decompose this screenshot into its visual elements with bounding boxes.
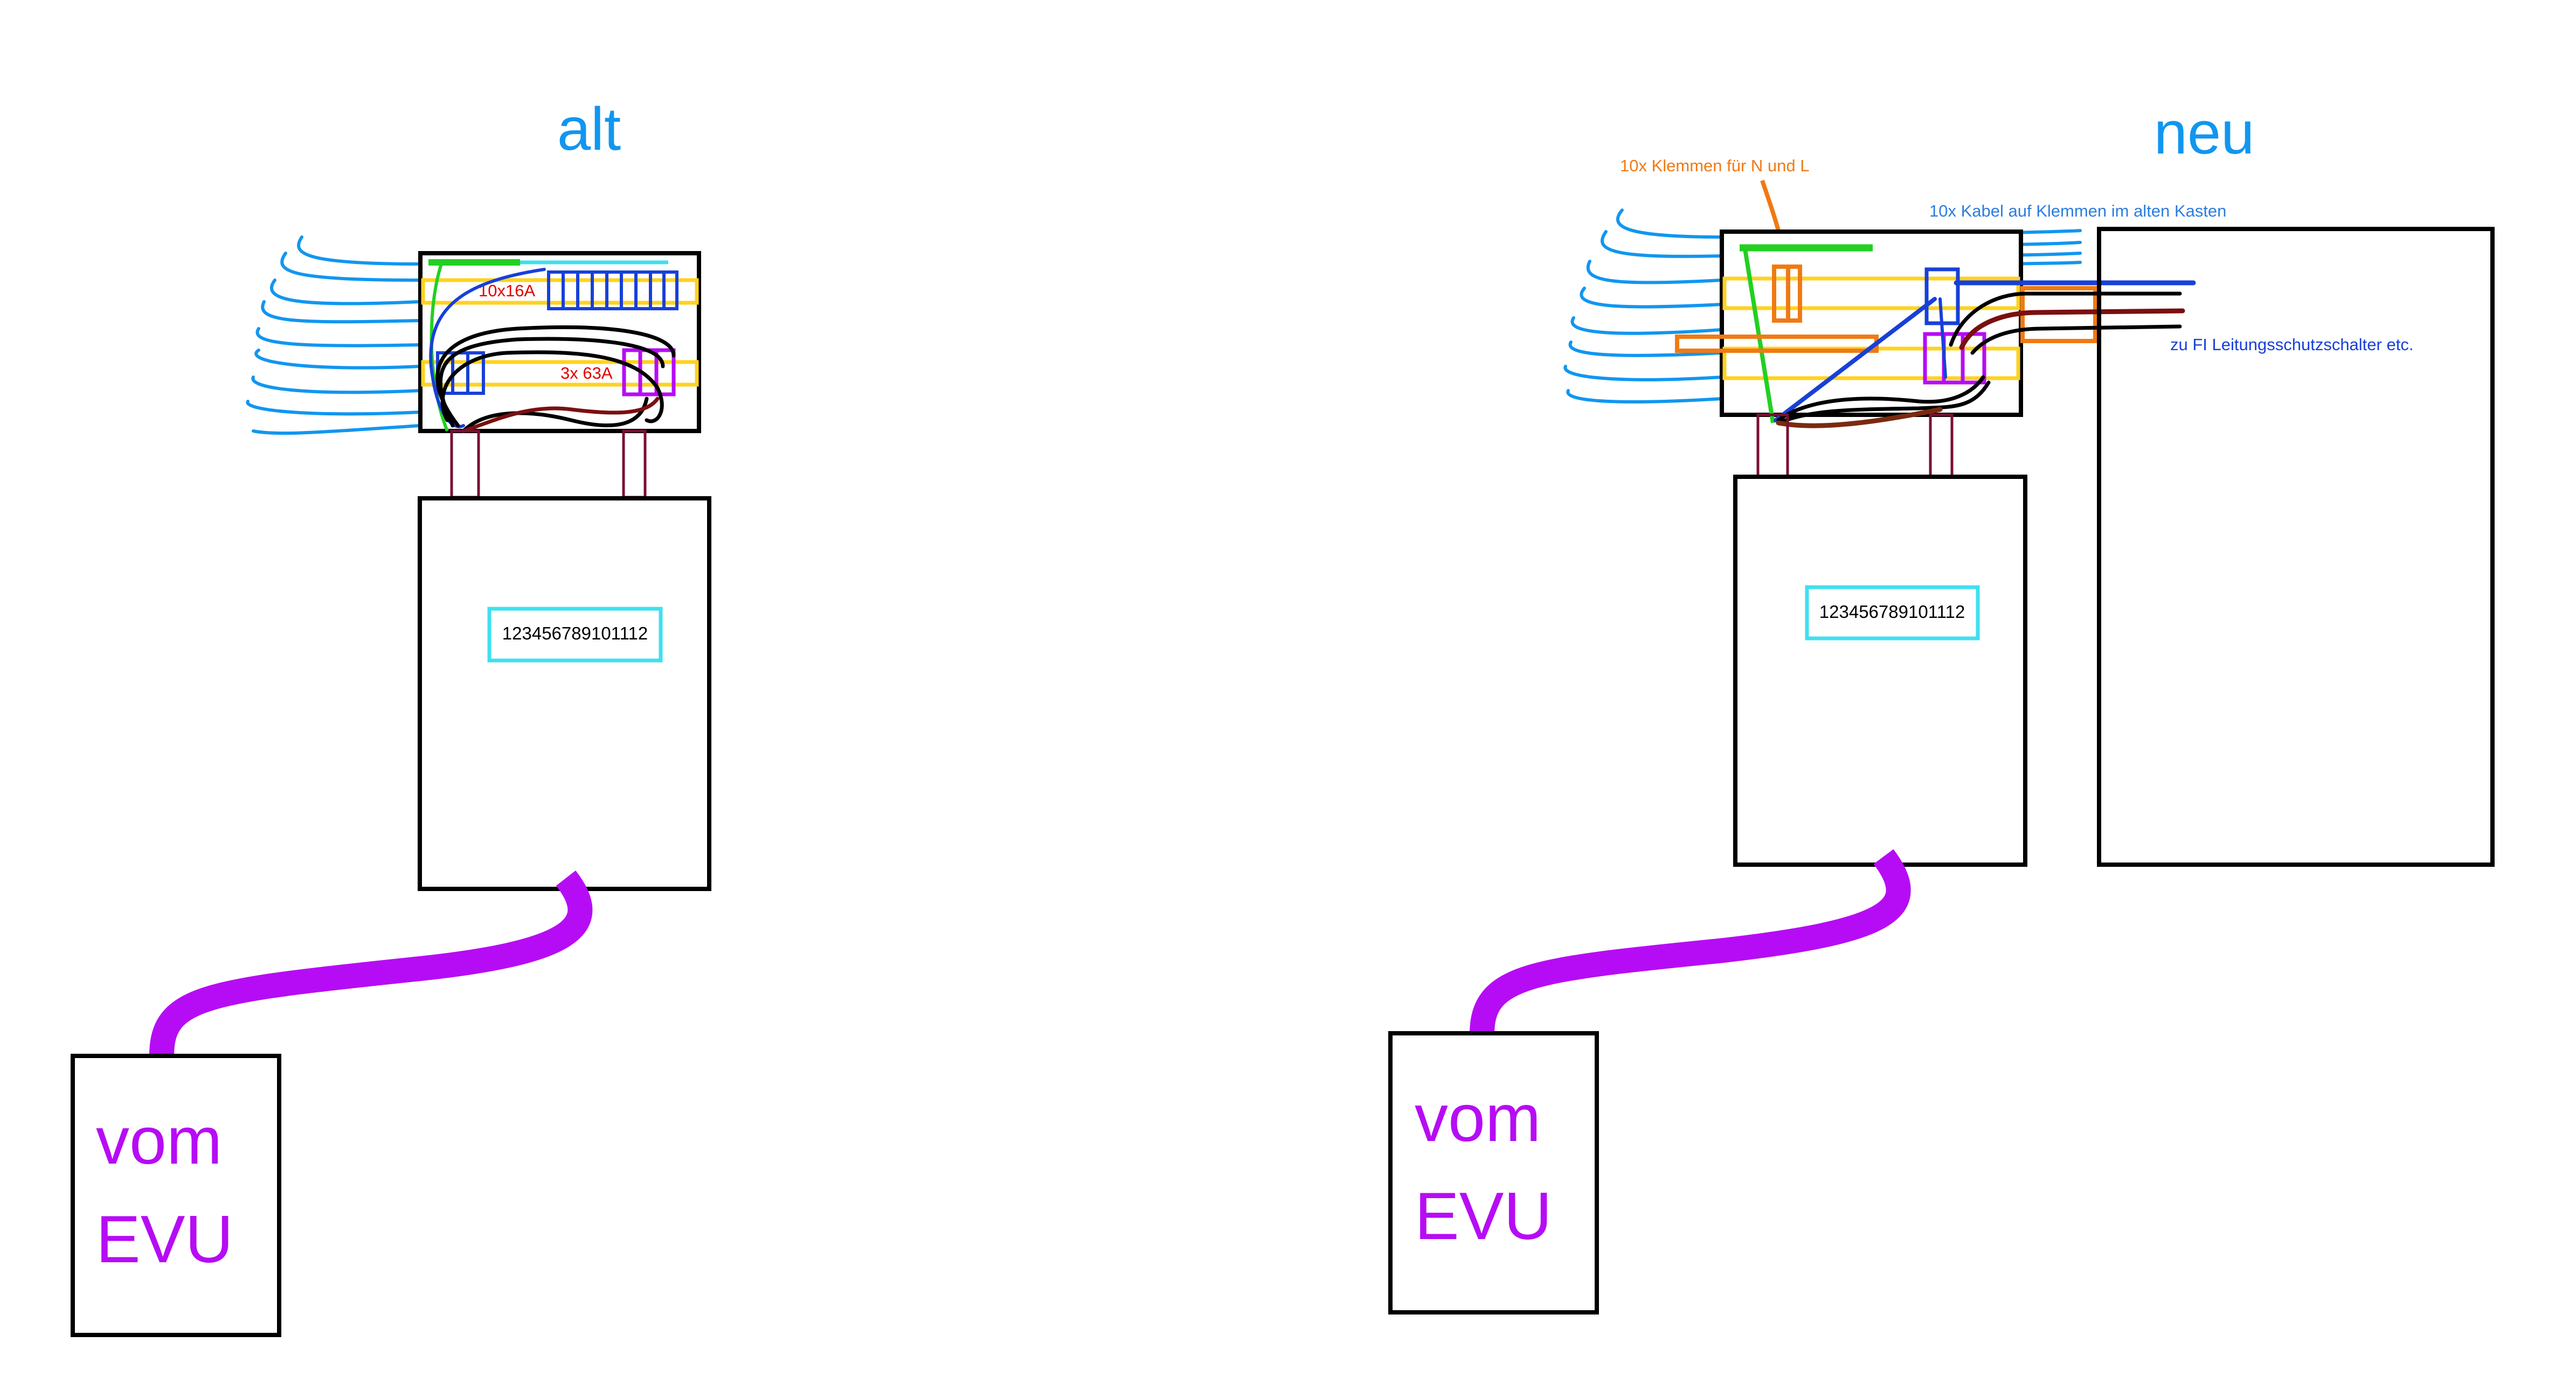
new-internal-wiring	[1774, 280, 2196, 428]
new-breaker-note: zu FI Leitungsschutzschalter etc.	[2170, 335, 2413, 354]
old-meter-number: 123456789101112	[502, 623, 648, 643]
new-cable-note: 10x Kabel auf Klemmen im alten Kasten	[1929, 201, 2226, 220]
old-incoming-cables	[246, 235, 422, 435]
new-meter-box	[1733, 475, 2027, 867]
new-meter-number: 123456789101112	[1819, 602, 1965, 622]
old-breakers-16a	[547, 270, 678, 310]
old-distribution-box	[418, 251, 701, 433]
new-title: neu	[2154, 99, 2255, 166]
new-cabinet	[2097, 227, 2495, 867]
old-source-box	[71, 1054, 281, 1337]
old-source-label-line2: EVU	[96, 1202, 233, 1277]
old-busbar-rails	[421, 278, 699, 387]
new-distribution-box	[1720, 229, 2023, 417]
old-internal-wiring	[429, 268, 676, 433]
old-section: alt	[71, 95, 711, 1337]
old-meter-box	[418, 496, 711, 891]
new-supply-cable	[1470, 849, 1911, 1035]
old-source-label-line1: vom	[96, 1104, 222, 1178]
new-source-label-line1: vom	[1415, 1081, 1541, 1156]
new-meter-display	[1805, 585, 1980, 641]
old-meter-display	[487, 607, 663, 663]
new-terminal-note: 10x Klemmen für N und L	[1620, 156, 1810, 175]
new-source-box	[1388, 1031, 1599, 1314]
new-source-label-line2: EVU	[1415, 1179, 1552, 1254]
old-connectors	[450, 429, 647, 499]
old-breaker-label-63a: 3x 63A	[560, 364, 613, 382]
old-supply-cable	[149, 870, 593, 1056]
new-section: neu 10x Klemmen für N und L 10x Kabel au…	[1388, 99, 2495, 1314]
old-title: alt	[557, 95, 621, 163]
